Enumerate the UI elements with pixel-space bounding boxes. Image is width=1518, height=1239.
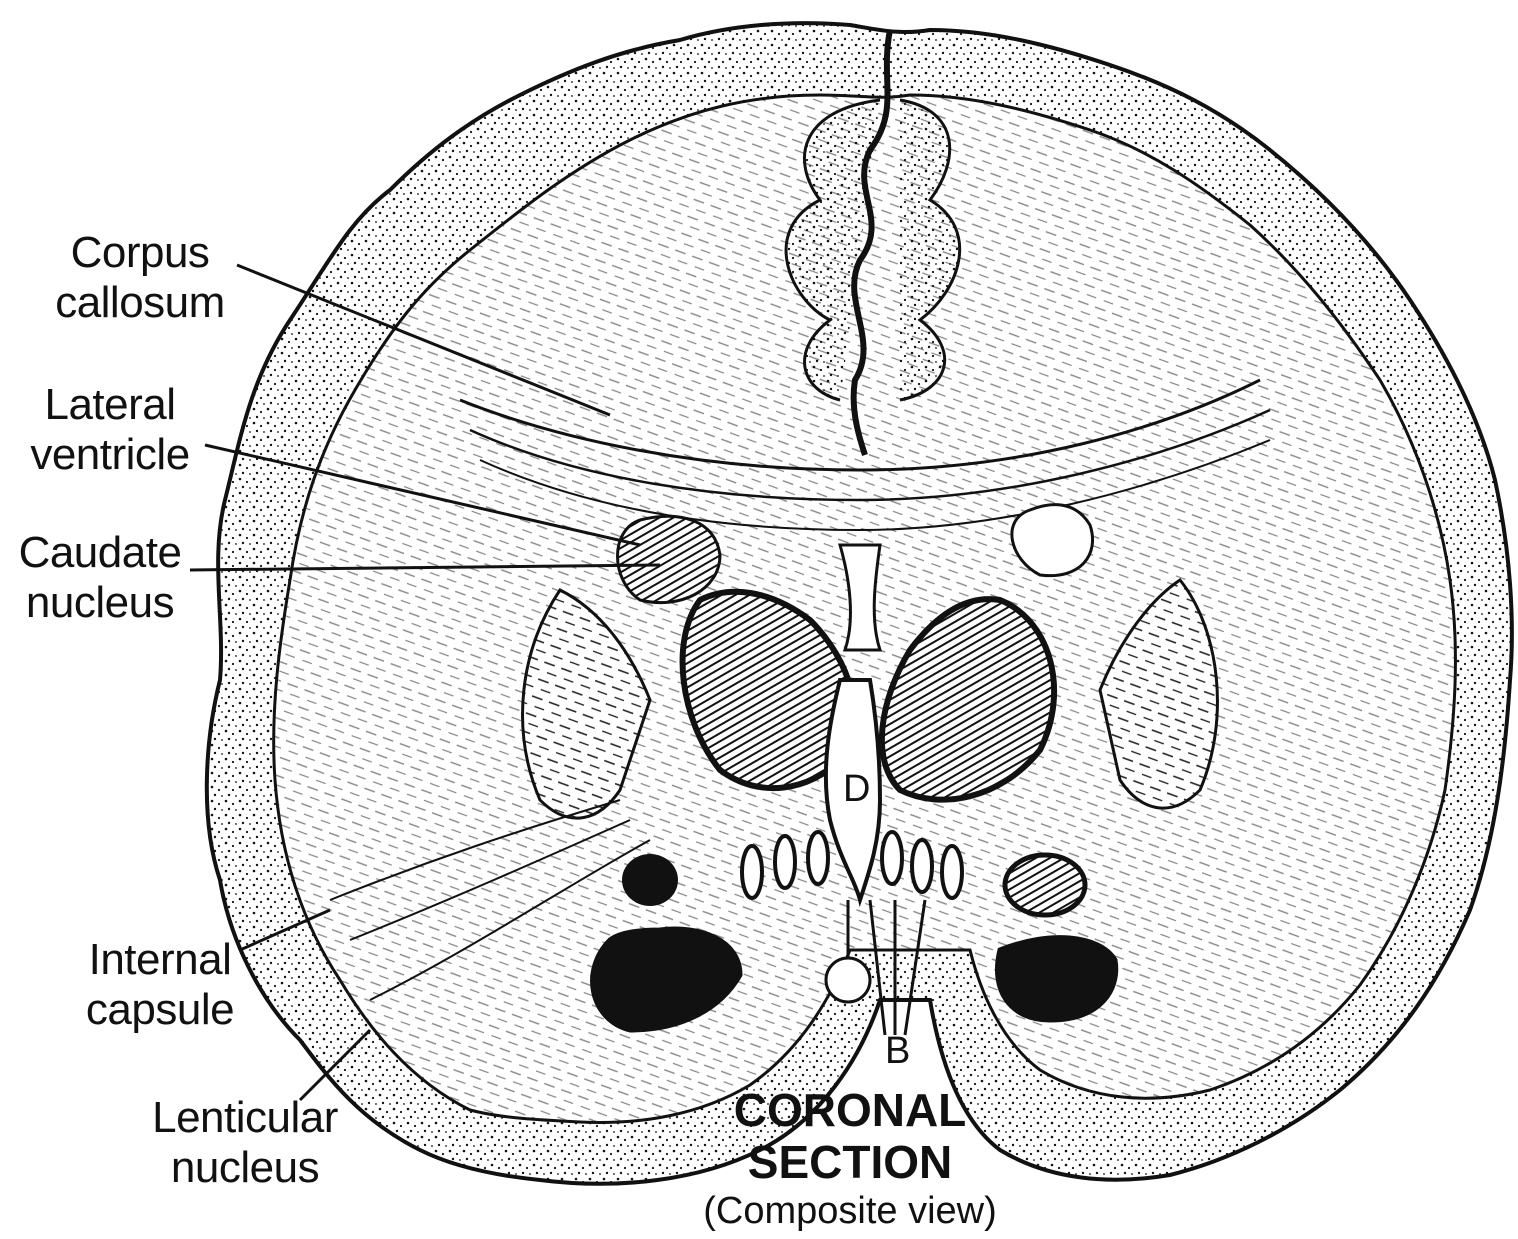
label-caudate-nucleus-line2: nucleus xyxy=(0,578,200,628)
label-internal-capsule: Internal capsule xyxy=(60,935,260,1035)
label-internal-capsule-line2: capsule xyxy=(60,985,260,1035)
label-corpus-callosum-line1: Corpus xyxy=(40,228,240,278)
diagram-title: CORONAL SECTION (Composite view) xyxy=(690,1084,1010,1234)
label-lenticular-nucleus-line2: nucleus xyxy=(130,1143,360,1193)
marker-d: D xyxy=(843,768,870,811)
label-caudate-nucleus-line1: Caudate xyxy=(0,528,200,578)
label-lenticular-nucleus-line1: Lenticular xyxy=(130,1093,360,1143)
marker-b: B xyxy=(885,1030,910,1073)
pituitary-stalk-bulb xyxy=(826,958,870,1002)
label-lateral-ventricle-line1: Lateral xyxy=(10,380,210,430)
label-corpus-callosum: Corpus callosum xyxy=(40,228,240,328)
label-lateral-ventricle-line2: ventricle xyxy=(10,430,210,480)
label-caudate-nucleus: Caudate nucleus xyxy=(0,528,200,628)
label-lateral-ventricle: Lateral ventricle xyxy=(10,380,210,480)
title-line2: SECTION xyxy=(690,1136,1010,1188)
mammillary-left xyxy=(622,854,678,906)
label-lenticular-nucleus: Lenticular nucleus xyxy=(130,1093,360,1193)
dark-mass-right xyxy=(997,938,1115,1020)
label-corpus-callosum-line2: callosum xyxy=(40,278,240,328)
label-internal-capsule-line1: Internal xyxy=(60,935,260,985)
mammillary-right xyxy=(1005,855,1085,915)
title-line1: CORONAL xyxy=(690,1084,1010,1136)
caudate-nucleus-left xyxy=(618,516,721,602)
title-subtitle: (Composite view) xyxy=(690,1188,1010,1234)
caudate-nucleus-right xyxy=(1012,505,1093,576)
